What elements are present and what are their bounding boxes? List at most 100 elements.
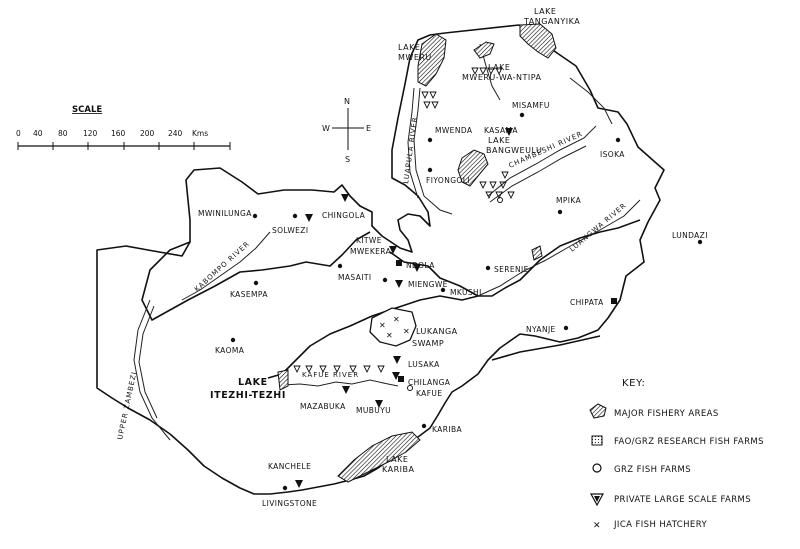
grz-farm-icon <box>497 197 503 203</box>
private-farm-icon <box>505 128 513 136</box>
compass-east: E <box>366 124 371 133</box>
place-label-miengwe: MIENGWE <box>408 280 448 289</box>
lake-kariba-shape <box>337 431 421 483</box>
place-label-mazabuka: MAZABUKA <box>300 402 346 411</box>
fishery-areas <box>277 23 557 483</box>
town-dot <box>563 325 569 331</box>
private-farm-icon <box>375 400 383 408</box>
private-farm-icon <box>589 493 605 507</box>
scale-bar: SCALE 0 40 80 120 160 200 240 Kms <box>16 105 231 150</box>
compass-north: N <box>344 97 350 106</box>
place-label-mwinilunga: MWINILUNGA <box>198 209 252 218</box>
town-dot <box>337 263 343 269</box>
country-border <box>96 24 665 495</box>
lake-labels: LAKE TANGANYIKA LAKE MWERU LAKE MWERU-WA… <box>210 7 580 474</box>
town-dot <box>697 239 703 245</box>
kafue-river-line <box>282 379 399 387</box>
place-label-mwenda: MWENDA <box>435 126 473 135</box>
place-label-chingola: CHINGOLA <box>322 211 366 220</box>
place-label-ndola: NDOLA <box>406 261 435 270</box>
place-label-chilanga: CHILANGA <box>408 378 451 387</box>
compass-south: S <box>345 155 350 164</box>
lake-tanganyika-label: LAKE <box>534 7 556 16</box>
zambezi-river-line-2 <box>138 305 158 419</box>
place-label-misamfu: MISAMFU <box>512 101 550 110</box>
legend-label-private-farms: PRIVATE LARGE SCALE FARMS <box>614 495 751 505</box>
place-label-lusaka: LUSAKA <box>408 360 440 369</box>
hatched-area-icon <box>589 403 607 419</box>
zambezi-river-line <box>133 299 171 441</box>
chambeshi-river-line-2 <box>489 145 587 203</box>
lake-bangweulu-label: LAKE <box>488 136 510 145</box>
jica-hatchery-icon: ✕ <box>403 327 410 336</box>
place-label-mubuyu: MUBUYU <box>356 406 391 415</box>
place-label-kafue: KAFUE <box>416 389 442 398</box>
lake-itezhi-tezhi-label: LAKE <box>238 377 268 388</box>
rivers <box>133 43 641 441</box>
upper-zambezi-label: UPPER ZAMBEZI <box>116 370 138 440</box>
scale-tick-label: 120 <box>83 129 98 138</box>
place-label-lundazi: LUNDAZI <box>672 231 708 240</box>
luapula-river-line-2 <box>407 87 419 199</box>
lake-mweru-label: MWERU <box>398 53 432 62</box>
luangwa-river-line <box>477 199 641 297</box>
scale-unit: Kms <box>192 129 208 138</box>
private-farm-icon <box>471 67 503 76</box>
chambeshi-river-line <box>487 125 597 197</box>
research-farm-icon <box>611 298 617 304</box>
town-dot <box>382 277 388 283</box>
lake-kariba-label: KARIBA <box>382 465 414 474</box>
place-label-kitwe: KITWE <box>356 236 382 245</box>
place-label-livingstone: LIVINGSTONE <box>262 499 317 508</box>
east-inner-border <box>491 335 601 361</box>
town-dot <box>421 423 427 429</box>
town-dot <box>253 280 259 286</box>
compass-west: W <box>322 124 330 133</box>
town-dot <box>252 213 258 219</box>
lake-tanganyika-shape <box>519 23 557 59</box>
lake-itezhi-tezhi-shape <box>277 369 289 391</box>
private-farm-icon <box>293 365 385 374</box>
grz-farm-icon <box>407 385 413 391</box>
copperbelt-border <box>267 295 479 379</box>
place-label-kariba: KARIBA <box>432 425 462 434</box>
legend-title: KEY: <box>622 378 645 389</box>
private-large-scale-farms <box>295 128 513 488</box>
lake-mweru-label: LAKE <box>398 43 420 52</box>
legend: KEY: MAJOR FISHERY AREAS FAO/GRZ RESEARC… <box>589 378 764 531</box>
private-farm-icon <box>395 280 403 288</box>
scale-tick-label: 160 <box>111 129 126 138</box>
town-dot <box>292 213 298 219</box>
jica-hatchery-icon: ✕ <box>386 331 393 340</box>
lake-bangweulu-shape <box>457 149 489 187</box>
town-dot <box>427 167 433 173</box>
lake-itezhi-tezhi-label: ITEZHI-TEZHI <box>210 390 286 401</box>
legend-label-research-farms: FAO/GRZ RESEARCH FISH FARMS <box>614 437 764 447</box>
jica-hatchery-icon: ✕ <box>593 521 601 531</box>
grz-fish-farms <box>407 197 503 391</box>
private-farm-icon-fill <box>594 496 600 502</box>
place-labels: MISAMFU KASAMA MWENDA ISOKA FIYONGOLI MP… <box>198 101 708 508</box>
lukanga-swamp-shape <box>369 307 417 347</box>
lake-mweru-wa-ntipa-label: MWERU-WA-NTIPA <box>462 73 542 82</box>
luapula-river-line <box>413 87 453 215</box>
private-farm-icon <box>421 91 439 110</box>
lukanga-swamp-label: SWAMP <box>412 339 444 348</box>
private-farm-icon <box>393 356 401 364</box>
kafue-river-label: KAFUE RIVER <box>302 371 359 379</box>
northeast-border <box>169 24 665 495</box>
place-label-masaiti: MASAITI <box>338 273 371 282</box>
private-farm-icon <box>479 171 515 200</box>
research-farm-icon <box>398 376 404 382</box>
private-farm-icon <box>295 480 303 488</box>
kabompo-river-label: KABOMPO RIVER <box>193 240 251 294</box>
place-label-isoka: ISOKA <box>600 150 625 159</box>
lake-mweru-wa-ntipa-label: LAKE <box>488 63 510 72</box>
place-label-kasama: KASAMA <box>484 126 518 135</box>
place-label-kasempa: KASEMPA <box>230 290 268 299</box>
town-dot <box>427 137 433 143</box>
place-label-chipata: CHIPATA <box>570 298 604 307</box>
scale-tick-label: 40 <box>33 129 43 138</box>
lukanga-hatchery-marks: ✕ ✕ ✕ ✕ <box>379 315 410 340</box>
